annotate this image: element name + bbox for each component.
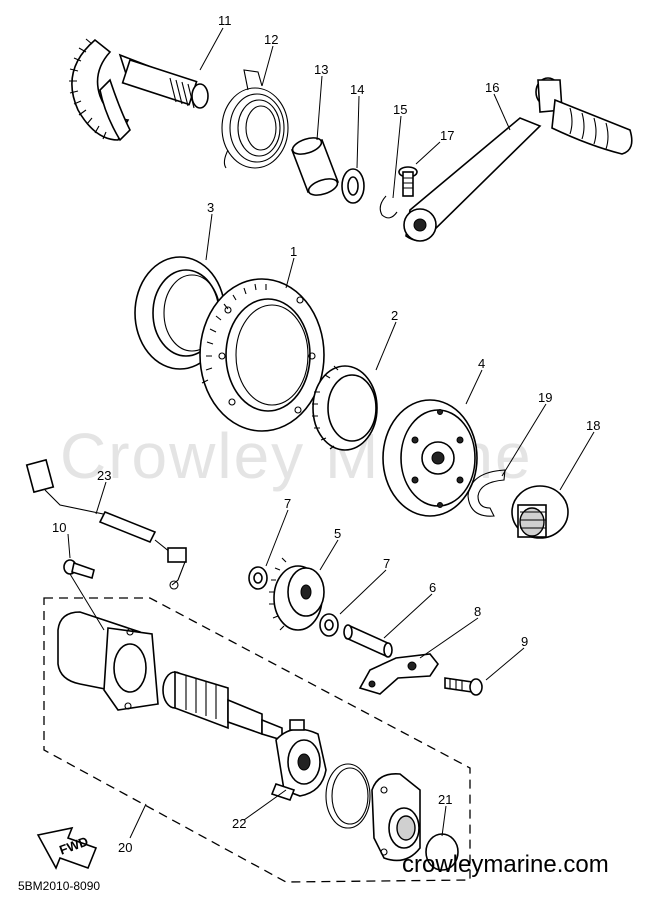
callout-5: 5 — [334, 526, 341, 541]
callout-4: 4 — [478, 356, 485, 371]
callout-2: 2 — [391, 308, 398, 323]
callout-7-lower: 7 — [383, 556, 390, 571]
part-4-starter-clutch — [382, 399, 478, 517]
callout-11: 11 — [218, 13, 232, 28]
callout-8: 8 — [474, 604, 481, 619]
callout-21: 21 — [438, 792, 452, 807]
callout-20: 20 — [118, 840, 132, 855]
callout-3: 3 — [207, 200, 214, 215]
part-6-shaft — [343, 624, 393, 658]
callout-19: 19 — [538, 390, 552, 405]
part-23-lead-wire — [25, 458, 187, 590]
part-7-washer-upper — [248, 566, 268, 590]
starter-armature — [162, 670, 283, 742]
part-16-kick-crank — [403, 77, 633, 242]
part-12-spring — [221, 69, 289, 169]
part-8-plate — [358, 653, 439, 695]
diagram-code: 5BM2010-8090 — [18, 879, 100, 893]
part-15-circlip — [379, 195, 398, 219]
callout-16: 16 — [485, 80, 499, 95]
callout-7-upper: 7 — [284, 496, 291, 511]
callout-10: 10 — [52, 520, 66, 535]
part-18-idle-gear — [511, 485, 569, 539]
part-10-bolt — [63, 559, 95, 580]
part-19-clip — [467, 469, 506, 517]
callout-12: 12 — [264, 32, 278, 47]
leader-lines — [67, 27, 595, 839]
callout-labels: 11 12 13 14 15 16 17 3 1 2 4 19 18 23 7 … — [52, 13, 600, 855]
callout-13: 13 — [314, 62, 328, 77]
callout-1: 1 — [290, 244, 297, 259]
callout-22: 22 — [232, 816, 246, 831]
part-7-washer-lower — [319, 613, 339, 637]
starter-rear-cover — [371, 773, 421, 862]
part-13-collar — [290, 137, 340, 196]
callout-23: 23 — [97, 468, 111, 483]
part-5-idle-gear — [269, 557, 325, 631]
assembly-20-boundary — [43, 597, 471, 883]
fwd-arrow-icon: FWD — [36, 826, 98, 870]
starter-o-ring — [325, 763, 371, 829]
part-14-washer — [341, 168, 365, 204]
part-17-bolt — [398, 166, 418, 197]
part-2-clutch-bearing — [312, 365, 378, 451]
site-watermark: crowleymarine.com — [402, 851, 609, 878]
callout-6: 6 — [429, 580, 436, 595]
callout-15: 15 — [393, 102, 407, 117]
part-11-kick-shaft — [69, 38, 209, 142]
callout-14: 14 — [350, 82, 364, 97]
starter-motor-housing — [57, 611, 159, 711]
callout-17: 17 — [440, 128, 454, 143]
part-9-screw — [444, 677, 483, 696]
callout-18: 18 — [586, 418, 600, 433]
callout-9: 9 — [521, 634, 528, 649]
part-1-ring-gear — [199, 278, 325, 432]
